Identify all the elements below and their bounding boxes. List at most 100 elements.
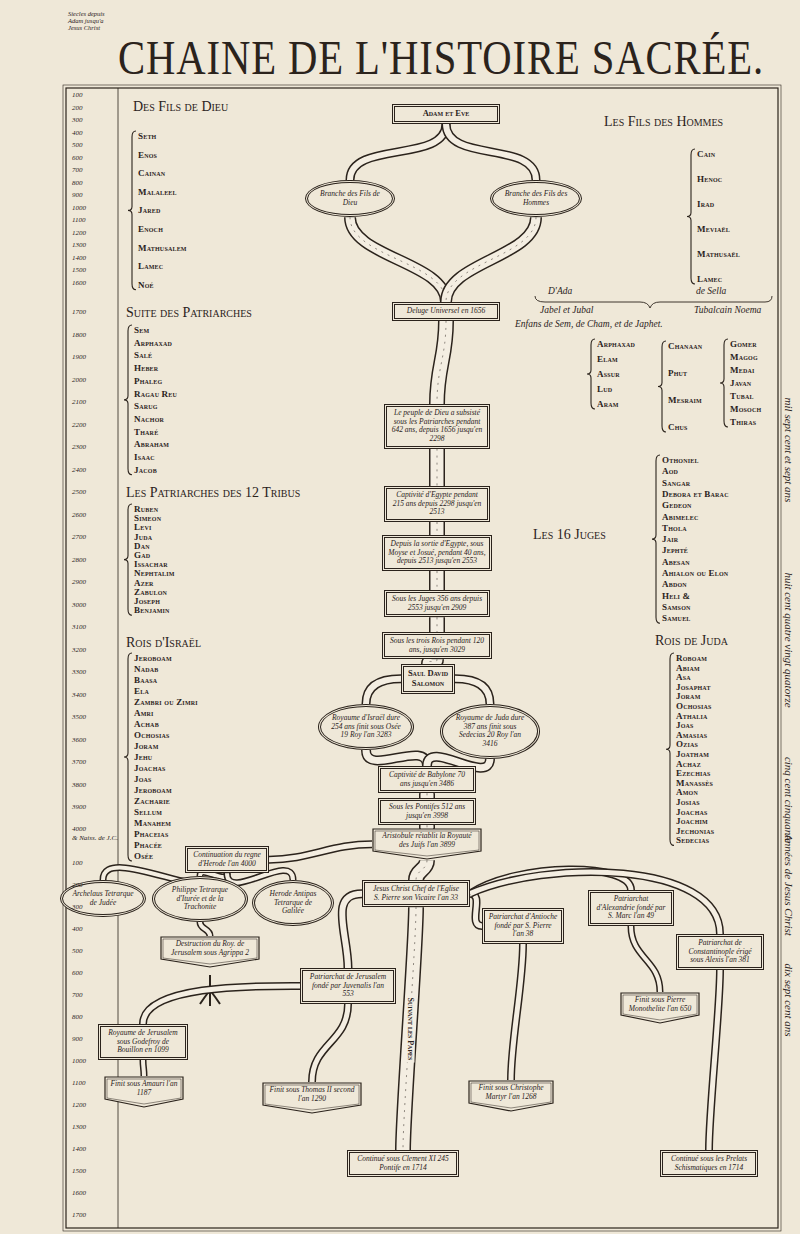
branch-connector [437,321,446,404]
branch-body [416,860,427,880]
name-entry: Nadab [134,665,159,674]
name-entry: Ezechias [676,769,711,778]
name-entry: Samuel [662,614,691,623]
year-number: 2000 [72,377,86,384]
history-box: Sous les Juges 356 ans depuis 2553 jusqu… [384,590,490,617]
year-number: 500 [72,142,83,149]
branch-body [421,825,434,828]
branch-outline [416,860,427,880]
year-number: 300 [72,904,83,911]
name-entry: Joram [134,742,159,751]
year-number: 1100 [72,1080,85,1087]
node-text: Patriarchat d'Alexandrie fondé par S. Ma… [594,895,668,921]
year-number: 900 [72,192,83,199]
node-text: Finit sous Christophe Martyr l'an 1268 [473,1084,549,1101]
node-text: Captivité d'Egypte pendant 215 ans depui… [390,491,484,517]
year-number: 3400 [72,692,86,699]
list-brace [128,131,136,290]
year-number: 700 [72,992,83,999]
bark-line [403,907,416,1150]
name-entry: Joachas [134,764,166,773]
year-number: 200 [72,882,83,889]
branch-connector [446,217,536,302]
year-number: 300 [72,117,83,124]
year-number: 1300 [72,1124,86,1131]
name-entry: Aram [597,400,619,409]
year-number: 400 [72,926,83,933]
branch-outline [429,522,445,535]
note-text: de Sella [696,287,726,297]
name-entry: Samson [662,603,691,612]
list-brace [124,325,132,475]
node-text: Royaume d'Israël dure 254 ans finit sous… [330,714,402,740]
node-text: Saul David Salomon [407,669,449,689]
name-entry: Gomer [730,340,757,349]
year-number: 3300 [72,669,86,676]
branch-outline [143,1060,144,1076]
name-entry: Isaac [134,453,155,462]
bark-line [350,217,446,302]
name-entry: Ozias [676,740,698,749]
note-text: Jabel et Jubal [540,306,593,316]
name-entry: Aod [662,467,678,476]
node-text: Aristobule rétablit la Royauté des Juifs… [377,832,477,849]
branch-body [446,124,536,180]
branch-connector [350,217,446,302]
pennant-inner [471,1083,551,1108]
pennant-shape [621,993,699,1023]
node-text: Finit sous Pierre Monothelite l'an 650 [625,996,695,1013]
name-entry: Lamec [697,275,722,284]
name-entry: Ela [134,687,149,696]
name-entry: Joram [676,692,701,701]
branch-body [269,844,372,860]
name-entry: Benjamin [134,606,170,615]
branch-connector [403,907,416,1150]
name-entry: Chanaan [668,342,702,351]
name-entry: Achab [134,720,159,729]
bark-line [437,522,438,535]
node-text: Finit sous Thomas II second l'an 1290 [267,1086,357,1103]
history-box: Le peuple de Dieu a subsisté sous les Pa… [384,404,490,449]
name-entry: Enos [138,151,157,160]
section-heading: Rois de Juda [655,634,728,648]
year-number: 2700 [72,534,86,541]
node-text: Continué sous Clement XI 245 Pontife en … [353,1155,453,1172]
year-number: 200 [72,105,83,112]
year-number: 800 [72,1014,83,1021]
branch-outline [429,449,445,487]
branch-body [431,449,444,487]
branch-outline [419,825,435,828]
name-entry: Asa [676,673,691,682]
branch-outline [631,926,660,992]
node-text: Royaume de Juda dure 387 ans finit sous … [452,714,528,749]
branch-connector [437,571,438,590]
branch-body [431,571,444,590]
node-text: Continuation du regne d'Herode l'an 4000 [191,851,263,868]
name-entry: Phaleg [134,377,162,386]
year-number: 3700 [72,759,86,766]
name-entry: Jephté [662,546,688,555]
name-entry: Gad [134,551,150,560]
name-entry: Gedeon [662,501,692,510]
branch-connector [342,894,362,968]
margin-heading: Siecles depuis Adam jusqu'a Jesus Christ [68,10,114,31]
name-entry: Abdon [662,580,687,589]
year-number: 3800 [72,782,86,789]
year-number: 1000 [72,1058,86,1065]
bark-line [437,571,438,590]
note-text: Tubalcain Noema [694,306,761,316]
year-number: 1700 [72,309,86,316]
branch-outline [342,894,362,968]
section-heading: Des Fils de Dieu [133,100,228,114]
name-entry: Issachar [134,560,168,569]
pennant-box: Finit sous Christophe Martyr l'an 1268 [468,1080,554,1112]
year-number: 1600 [72,1190,86,1197]
section-heading: Les Fils des Hommes [604,115,723,129]
name-entry: Thola [662,524,687,533]
branch-connector [455,679,490,704]
year-number: 1200 [72,1102,86,1109]
pennant-shape [373,829,481,859]
node-text: Depuis la sortie d'Egypte, sous Moyse et… [388,540,486,566]
name-entry: Salé [134,351,152,360]
